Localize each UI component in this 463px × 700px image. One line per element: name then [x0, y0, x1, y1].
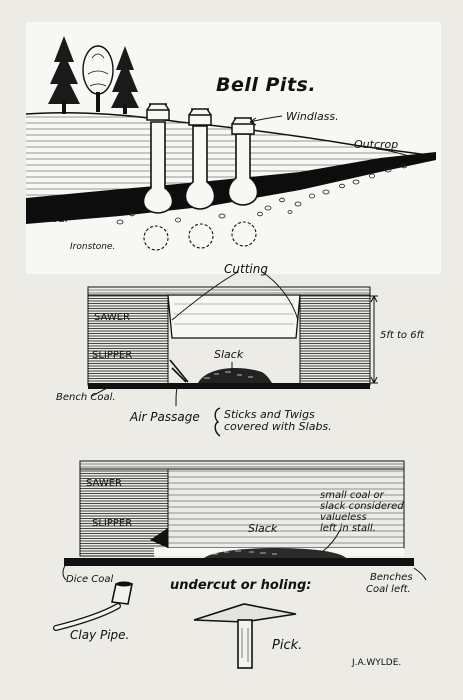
sawer-label: SAWER [94, 312, 130, 323]
strata-hatching [26, 112, 430, 200]
bench-coal-label: Bench Coal. [56, 392, 116, 403]
dice-coal-floor [64, 558, 414, 566]
height-label: 5ft to 6ft [380, 330, 425, 341]
cutting-pointer-right [261, 271, 299, 321]
trees-icon [48, 36, 139, 114]
slack-heap [198, 367, 272, 383]
sticks-label-1: Sticks and Twigs [224, 408, 315, 421]
note-line-3: valueless [320, 512, 367, 523]
bell-pits-title: Bell Pits. [216, 74, 317, 96]
undercut-label: undercut or holing: [170, 578, 312, 593]
note-line-4: left in stall. [320, 523, 376, 534]
cutting-pointer-left [171, 271, 239, 321]
sticks-label-2: covered with Slabs. [224, 420, 332, 433]
height-arrow [370, 295, 378, 384]
undercut-diagram [62, 460, 427, 581]
roof-strata-lower [79, 460, 405, 470]
slack-label-lower: Slack [248, 522, 278, 535]
artist-signature: J.A.WYLDE. [352, 658, 402, 668]
ironstone-nodules [143, 221, 257, 251]
thick-coal-label-2: Coal [44, 212, 69, 225]
windlass-label: Windlass. [286, 110, 339, 123]
windlass-pointer [249, 115, 283, 123]
cut-block [167, 294, 301, 339]
ironstone-pebbles [116, 163, 407, 225]
air-passage-sticks [169, 359, 189, 383]
bell-pits-diagram [25, 22, 441, 274]
slipper-label-lower: SLIPPER [92, 518, 133, 529]
bell-pit-shafts [142, 121, 259, 214]
coal-face-right [299, 294, 371, 386]
pick-label: Pick. [272, 638, 303, 653]
brace [214, 407, 221, 437]
note-line-2: slack considered [320, 501, 404, 512]
roof-strata [87, 286, 371, 296]
slipper-label: SLIPPER [92, 350, 133, 361]
benches-label-2: Coal left. [366, 584, 411, 595]
sawer-label-lower: SAWER [86, 478, 122, 489]
bench-coal-floor [88, 383, 370, 389]
coal-face-left [87, 294, 169, 386]
clay-pipe-label: Clay Pipe. [70, 628, 130, 642]
air-passage-label: Air Passage [130, 410, 200, 424]
cutting-label: Cutting [224, 262, 268, 276]
thick-coal-label-1: Thick [36, 200, 66, 213]
clay-pipe-icon [53, 581, 133, 631]
outcrop-pointer [375, 148, 411, 157]
pick-icon [193, 603, 297, 669]
dice-coal-label: Dice Coal [66, 574, 114, 585]
ironstone-label: Ironstone. [70, 242, 116, 252]
outcrop-label: Outcrop [354, 138, 399, 151]
stall-cutting-diagram [87, 271, 378, 437]
slack-label: Slack [214, 348, 244, 361]
slack-lower [204, 548, 346, 558]
benches-label-1: Benches [370, 572, 413, 583]
note-line-1: small coal or [320, 490, 384, 501]
coal-body [167, 468, 405, 549]
